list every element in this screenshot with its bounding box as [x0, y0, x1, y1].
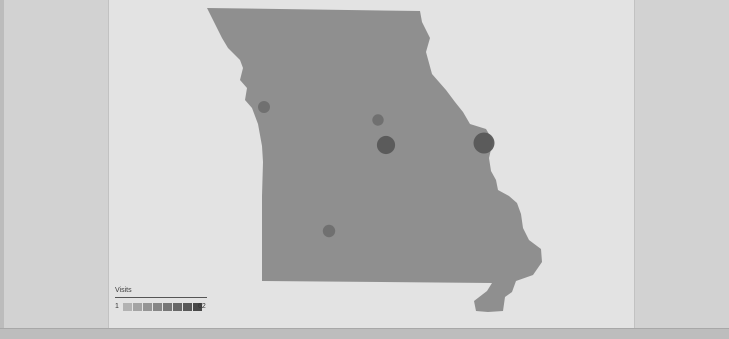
legend-swatch-6 [173, 303, 182, 311]
legend-swatch-8 [193, 303, 202, 311]
southwest-marker[interactable] [322, 224, 336, 238]
state-map[interactable] [0, 0, 729, 328]
legend-swatch-5 [163, 303, 172, 311]
legend-rule [115, 297, 207, 298]
legend-min-value: 1 [115, 303, 119, 310]
missouri-state-shape[interactable] [207, 8, 542, 312]
central-small-marker[interactable] [372, 114, 384, 126]
legend: Visits 1 62 [115, 287, 215, 317]
legend-color-ramp [123, 303, 203, 311]
legend-swatch-3 [143, 303, 152, 311]
legend-swatch-7 [183, 303, 192, 311]
northwest-marker[interactable] [258, 101, 270, 113]
central-large-marker[interactable] [376, 135, 396, 155]
legend-title: Visits [115, 287, 132, 294]
legend-max-value: 62 [198, 303, 206, 310]
left-border [0, 0, 4, 328]
legend-swatch-1 [123, 303, 132, 311]
east-large-marker[interactable] [473, 132, 495, 154]
bottom-border [0, 328, 729, 339]
legend-swatch-4 [153, 303, 162, 311]
legend-swatch-2 [133, 303, 142, 311]
